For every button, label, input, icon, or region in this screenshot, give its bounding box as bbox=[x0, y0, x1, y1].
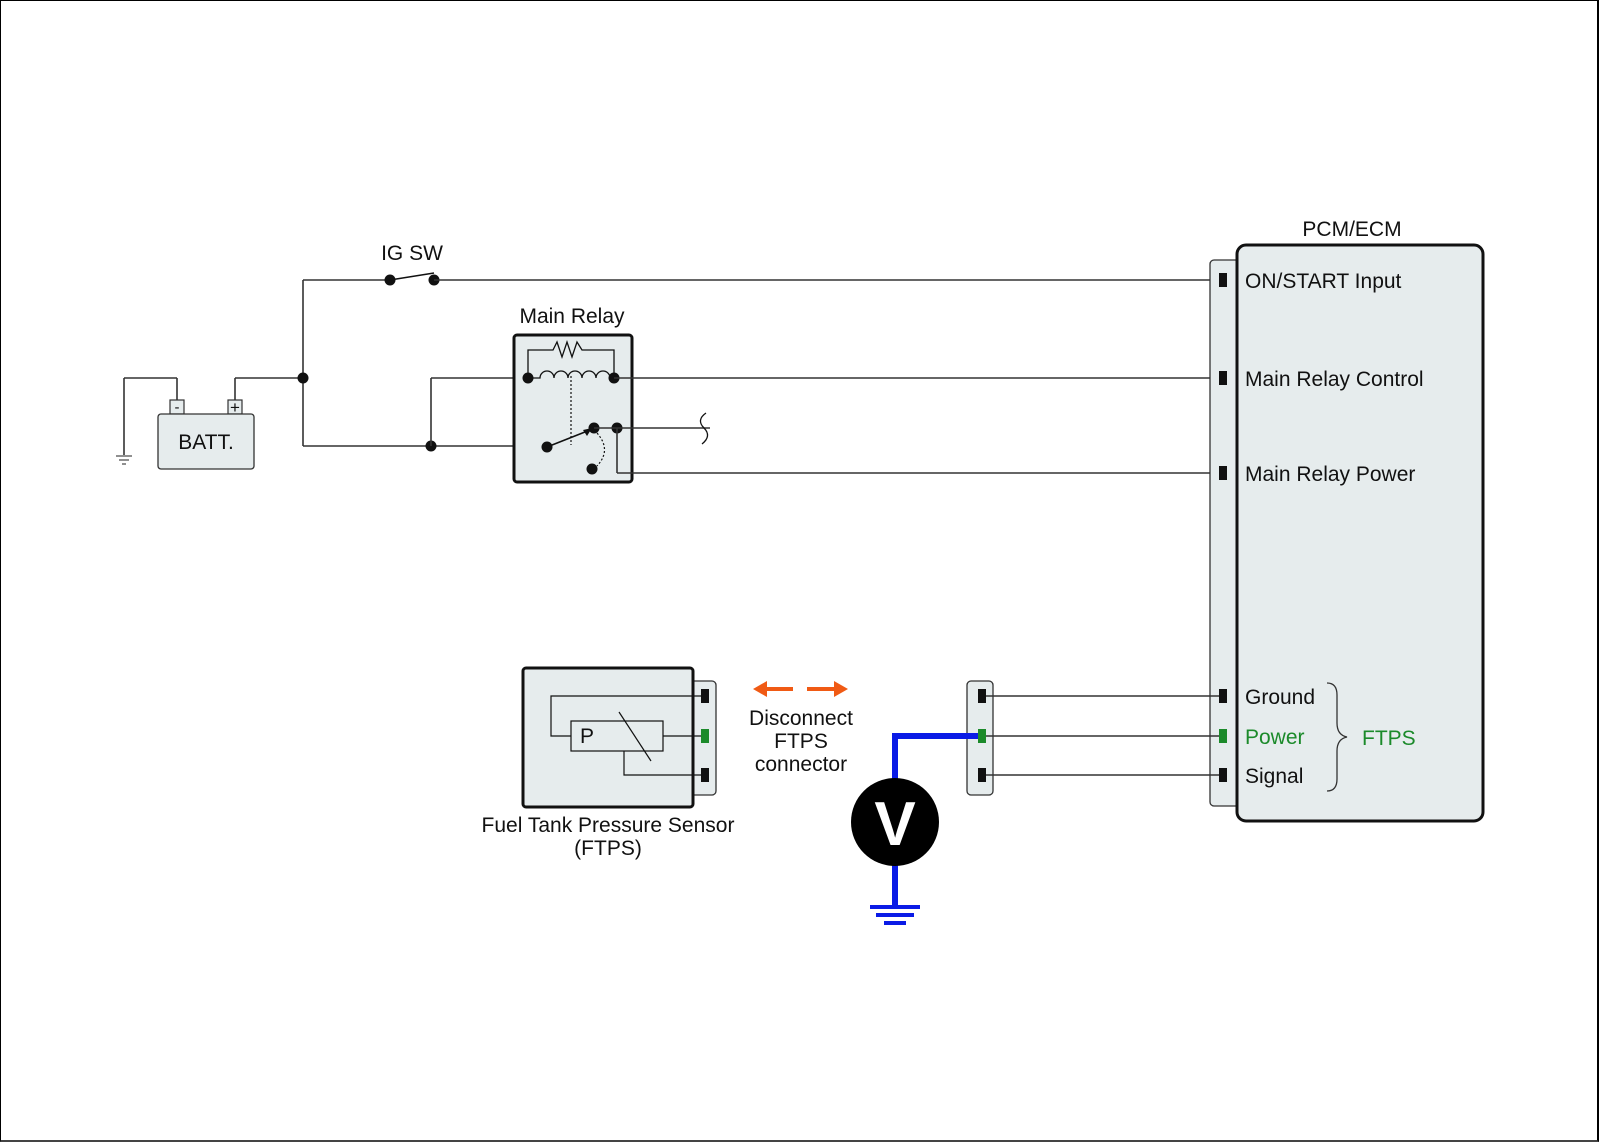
ftps-group-brace bbox=[1326, 682, 1348, 792]
wire-break-icon bbox=[699, 412, 709, 445]
pin-label-power: Power bbox=[1245, 726, 1305, 749]
sensor-label-line-1: Fuel Tank Pressure Sensor bbox=[482, 814, 735, 837]
pin-power: Power bbox=[1219, 726, 1305, 749]
pin-label-main-relay-control: Main Relay Control bbox=[1245, 368, 1424, 391]
resistor-icon bbox=[527, 339, 615, 378]
pin-ground: Ground bbox=[1219, 686, 1315, 709]
disconnect-arrows-icon bbox=[753, 681, 848, 697]
battery-label: BATT. bbox=[178, 431, 234, 454]
coil-icon bbox=[528, 370, 614, 379]
ig-switch-label: IG SW bbox=[381, 242, 443, 265]
fuel-tank-pressure-sensor: P Fuel Tank Pressure Sensor (FTPS) bbox=[482, 666, 735, 860]
pin-signal: Signal bbox=[1219, 765, 1303, 788]
ftps-group-label: FTPS bbox=[1362, 727, 1416, 750]
pin-label-signal: Signal bbox=[1245, 765, 1303, 788]
instruction-line-1: Disconnect bbox=[749, 707, 853, 730]
pressure-element bbox=[570, 720, 664, 752]
voltmeter-symbol: V bbox=[874, 790, 915, 859]
module-label: PCM/ECM bbox=[1302, 218, 1401, 241]
meter-ground-icon bbox=[870, 905, 920, 925]
instruction-line-2: FTPS bbox=[774, 730, 828, 753]
battery-negative-sign: - bbox=[175, 399, 180, 416]
voltmeter-icon: V bbox=[851, 778, 939, 866]
main-relay-label: Main Relay bbox=[519, 305, 625, 328]
pin-label-main-relay-power: Main Relay Power bbox=[1245, 463, 1415, 486]
pin-label-ground: Ground bbox=[1245, 686, 1315, 709]
pcm-ecm-module: PCM/ECM ON/START Input Main Relay Contro… bbox=[1209, 218, 1485, 823]
battery: - + BATT. bbox=[157, 398, 255, 470]
battery-positive-sign: + bbox=[230, 398, 240, 417]
pin-on-start: ON/START Input bbox=[1219, 270, 1402, 293]
pin-main-relay-power: Main Relay Power bbox=[1219, 463, 1415, 486]
instruction-line-3: connector bbox=[755, 753, 847, 776]
battery-ground-icon bbox=[116, 378, 132, 465]
pin-label-on-start: ON/START Input bbox=[1245, 270, 1402, 293]
main-relay: Main Relay bbox=[512, 305, 634, 484]
ignition-switch: IG SW bbox=[381, 242, 443, 286]
meter-positive-lead bbox=[892, 733, 978, 785]
pressure-element-label: P bbox=[580, 725, 594, 748]
sensor-label-line-2: (FTPS) bbox=[574, 837, 642, 860]
pin-main-relay-control: Main Relay Control bbox=[1219, 368, 1424, 391]
